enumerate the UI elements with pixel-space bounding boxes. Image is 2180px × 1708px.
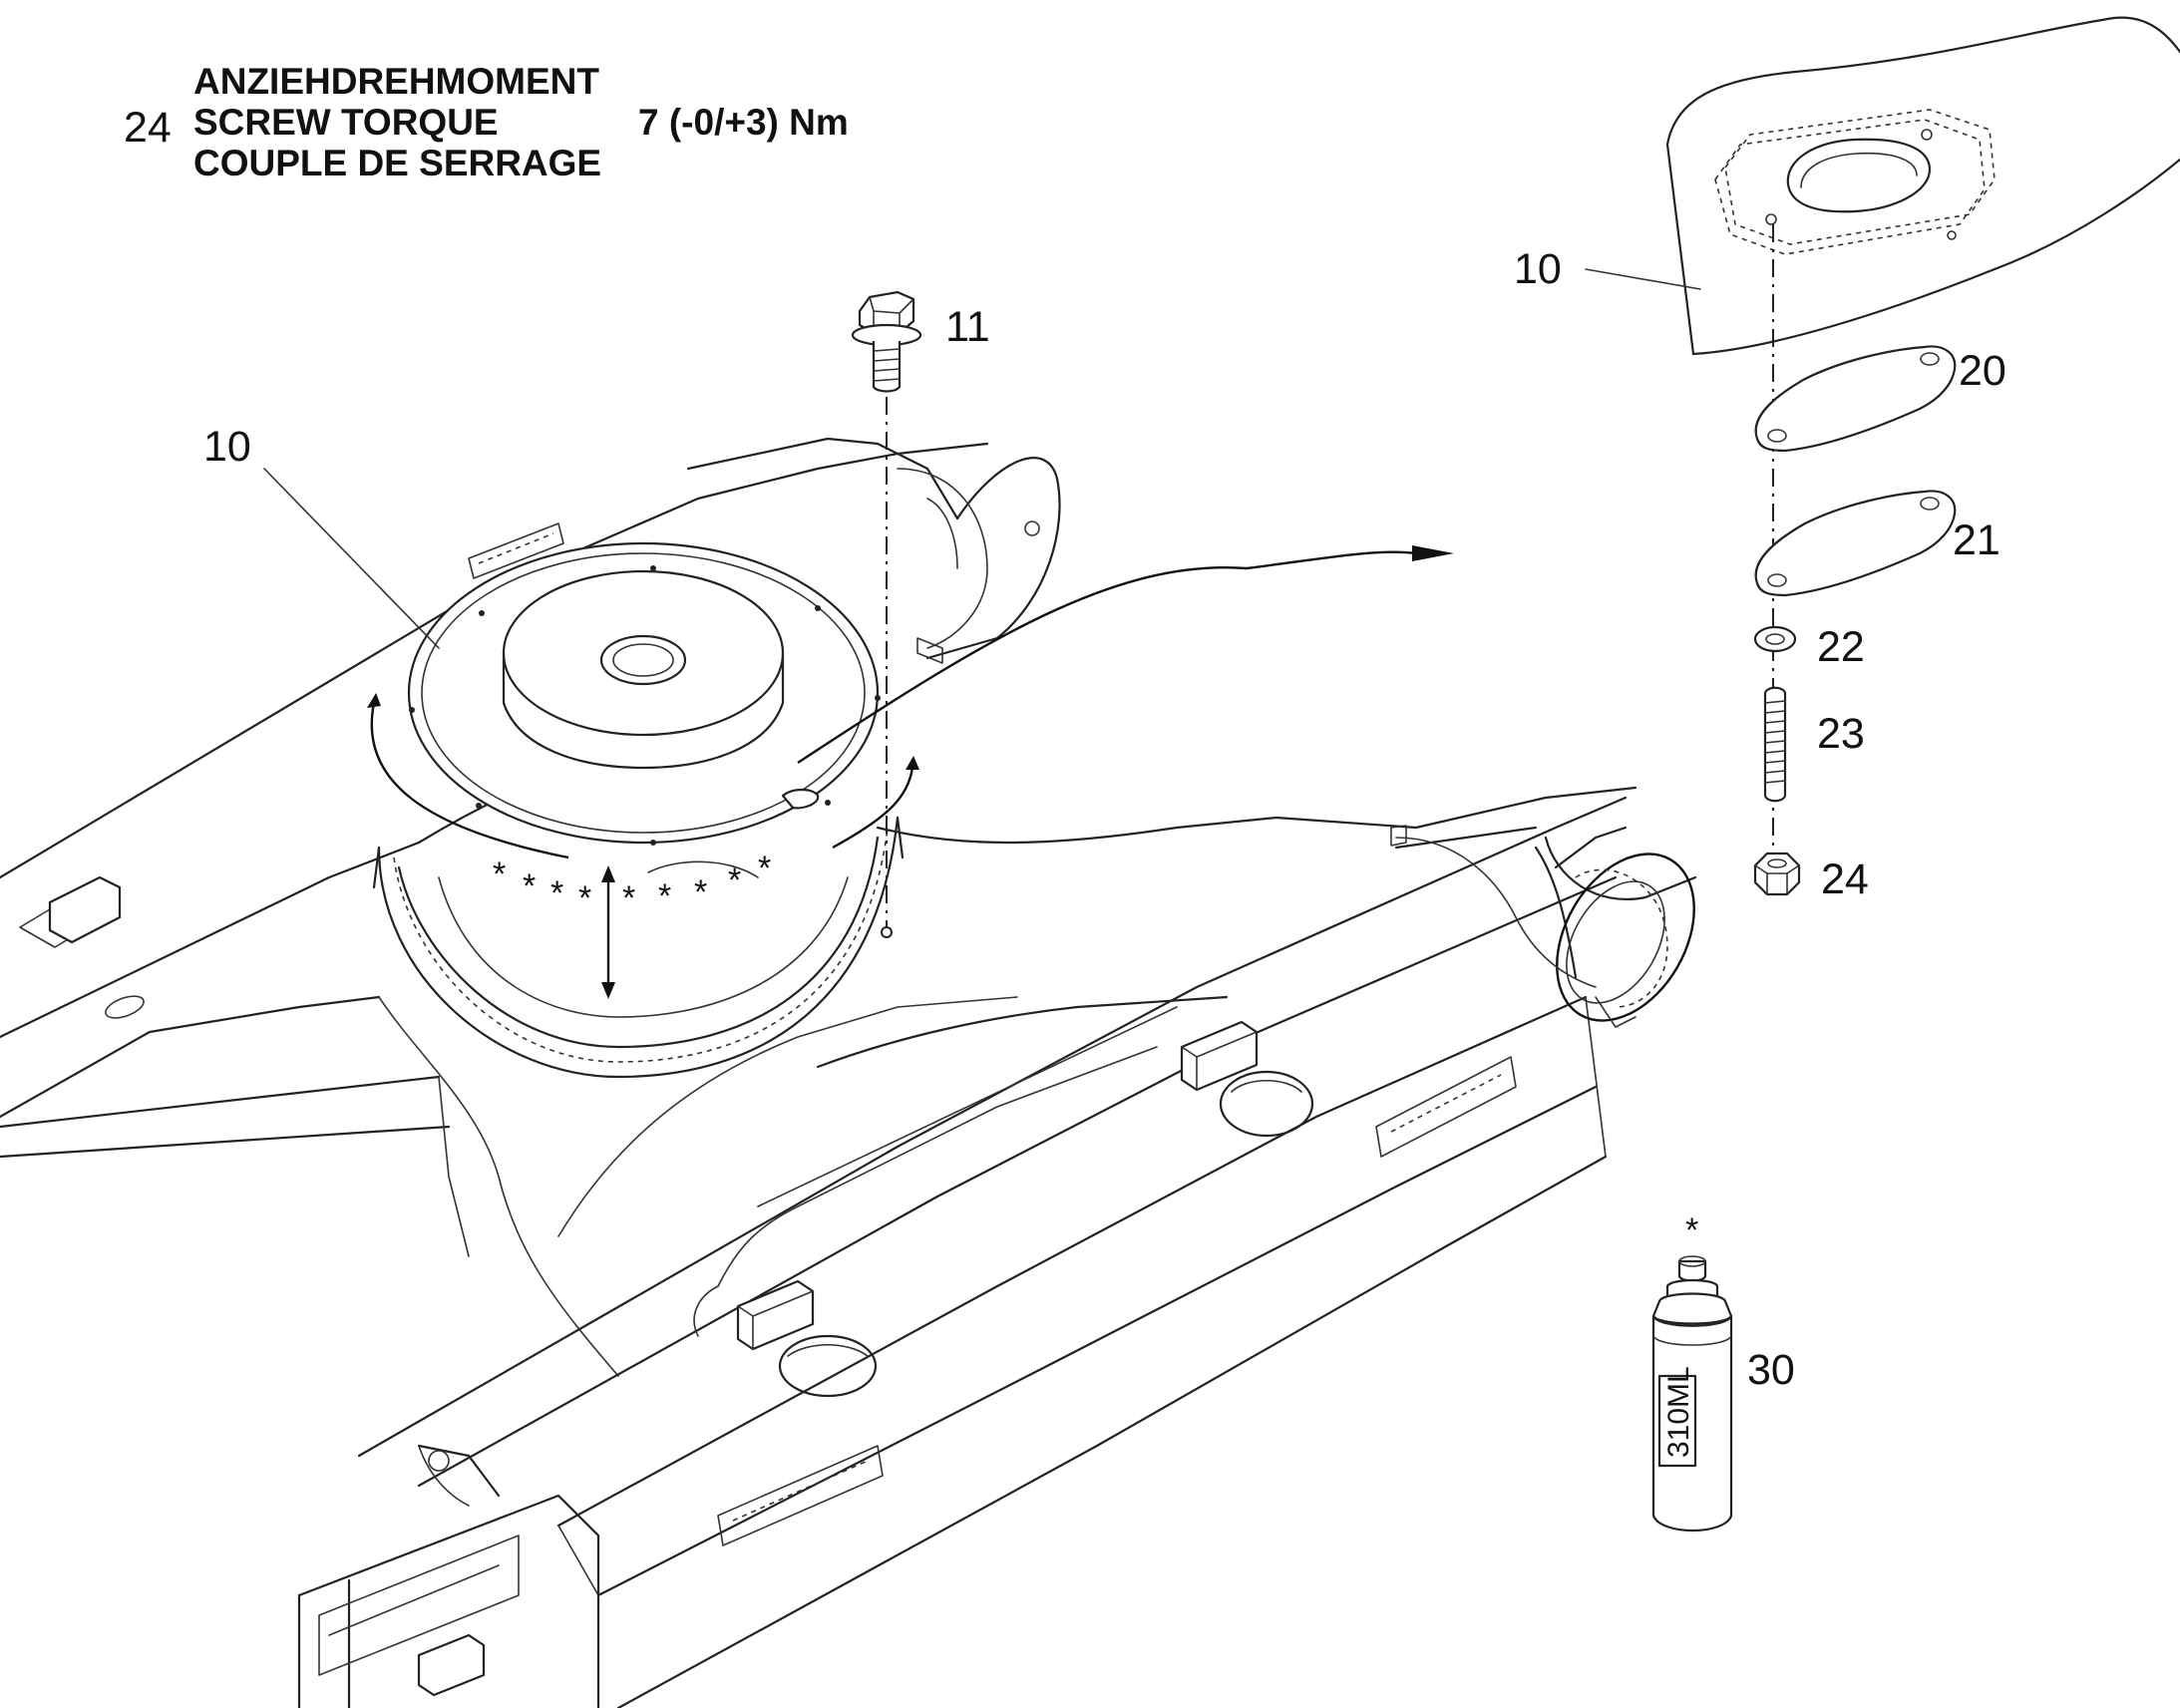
sealant-volume-label: 310ML bbox=[1662, 1366, 1695, 1458]
washer-22 bbox=[1753, 625, 1797, 653]
seal-mark: * bbox=[694, 873, 707, 911]
slewing-ring bbox=[372, 816, 905, 1079]
track-guide-left bbox=[468, 522, 564, 579]
undercarriage-frame bbox=[0, 437, 1697, 1708]
seal-mark: * bbox=[758, 850, 771, 887]
seal-mark: * bbox=[523, 867, 536, 905]
stud-23 bbox=[1763, 686, 1787, 803]
lift-arrow bbox=[601, 865, 615, 999]
cover-plate-detail bbox=[1665, 16, 2180, 356]
sealant-marker: * bbox=[1685, 1211, 1698, 1249]
callout-cover-main: 10 bbox=[203, 423, 251, 471]
sealant-cartridge-30: * 310ML bbox=[1651, 1211, 1733, 1532]
callout-gasket-lower: 21 bbox=[1953, 516, 2000, 564]
rotation-arrows bbox=[367, 693, 919, 859]
torque-label-de: ANZIEHDREHMOMENT bbox=[193, 61, 599, 102]
torque-label-en: SCREW TORQUE bbox=[193, 102, 499, 143]
nut-24 bbox=[1753, 852, 1801, 896]
torque-value: 7 (-0/+3) Nm bbox=[638, 102, 849, 143]
seal-mark: * bbox=[578, 879, 591, 917]
gasket-21 bbox=[1754, 490, 1957, 597]
cover-plate-main bbox=[407, 541, 881, 846]
detail-transfer-arrow bbox=[797, 545, 1454, 765]
callout-gasket-upper: 20 bbox=[1959, 347, 2006, 395]
track-guide-upper bbox=[1375, 1056, 1517, 1158]
gasket-20 bbox=[1754, 345, 1957, 453]
torque-note-item: 24 bbox=[124, 104, 172, 152]
seal-marks: * * * * * * * * * bbox=[493, 850, 771, 917]
seal-mark: * bbox=[550, 874, 563, 912]
leader-lines bbox=[263, 268, 1701, 649]
callout-sealant: 30 bbox=[1747, 1346, 1795, 1394]
track-guide-lower bbox=[717, 1445, 884, 1546]
cover-bolt-holes bbox=[409, 565, 881, 846]
seal-mark: * bbox=[658, 877, 671, 915]
callout-cover-detail: 10 bbox=[1514, 245, 1562, 293]
callout-nut: 24 bbox=[1821, 855, 1869, 903]
seal-mark: * bbox=[728, 861, 741, 899]
seal-mark: * bbox=[622, 879, 635, 917]
seal-mark: * bbox=[493, 855, 506, 893]
callout-stud: 23 bbox=[1817, 710, 1865, 758]
bolt-11 bbox=[851, 290, 922, 393]
callout-bolt: 11 bbox=[945, 303, 990, 351]
callout-washer: 22 bbox=[1817, 623, 1865, 671]
torque-label-fr: COUPLE DE SERRAGE bbox=[193, 143, 601, 183]
callout-labels: 10 11 10 20 21 22 23 24 30 bbox=[203, 245, 2006, 1394]
bolt-hole bbox=[881, 926, 893, 938]
torque-note: 24 ANZIEHDREHMOMENT SCREW TORQUE COUPLE … bbox=[124, 61, 849, 183]
